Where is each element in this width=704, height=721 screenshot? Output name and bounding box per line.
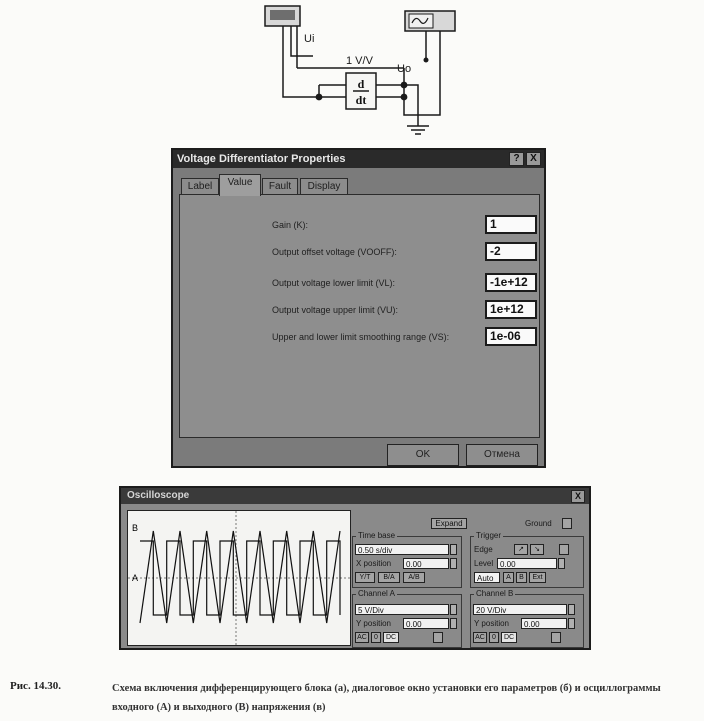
ground-toggle[interactable] — [562, 518, 572, 529]
channel-a-section — [352, 594, 462, 648]
smoothing-param-label: Upper and lower limit smoothing range (V… — [272, 332, 450, 342]
channel-b-section — [470, 594, 584, 648]
channel-b-y-position-spinner[interactable] — [568, 618, 575, 629]
channel-b-scale-field[interactable]: 20 V/Div — [473, 604, 567, 615]
smoothing-input[interactable]: 1e-06 — [485, 327, 537, 346]
cancel-button[interactable]: Отмена — [466, 444, 538, 466]
trace-a-label: A — [132, 573, 138, 583]
lower-limit-input[interactable]: -1e+12 — [485, 273, 537, 292]
input-node-label: Ui — [304, 33, 314, 45]
channel-a-y-position-field[interactable]: 0.00 — [403, 618, 449, 629]
oscilloscope-screen: B A — [127, 510, 351, 646]
channel-b-title: Channel B — [474, 589, 516, 598]
time-scale-field[interactable]: 0.50 s/div — [355, 544, 449, 555]
rising-edge-button[interactable]: ↗ — [514, 544, 528, 555]
trigger-ext-button[interactable]: Ext — [529, 572, 546, 583]
level-label: Level — [474, 559, 494, 568]
channel-b-zero-button[interactable]: 0 — [489, 632, 499, 643]
channel-b-scale-spinner[interactable] — [568, 604, 575, 615]
close-button[interactable]: X — [526, 152, 541, 166]
channel-a-scale-spinner[interactable] — [450, 604, 457, 615]
trace-b-label: B — [132, 523, 138, 533]
gain-input[interactable]: 1 — [485, 215, 537, 234]
ab-button[interactable]: A/B — [403, 572, 425, 583]
channel-b-y-position-field[interactable]: 0.00 — [521, 618, 567, 629]
circuit-schematic: Ui 1 V/V Uo d dt — [264, 5, 456, 135]
tab-fault[interactable]: Fault — [262, 178, 298, 195]
help-button[interactable]: ? — [509, 152, 524, 166]
channel-a-title: Channel A — [356, 589, 397, 598]
time-base-section — [352, 536, 462, 588]
expand-button[interactable]: Expand — [431, 518, 467, 529]
level-spinner[interactable] — [558, 558, 565, 569]
channel-a-dc-button[interactable]: DC — [383, 632, 399, 643]
tab-display[interactable]: Display — [300, 178, 348, 195]
oscilloscope-window: Oscilloscope X B A Expand Ground Time ba… — [119, 486, 591, 650]
edge-label: Edge — [474, 545, 493, 554]
offset-input[interactable]: -2 — [485, 242, 537, 261]
function-generator — [270, 10, 295, 20]
x-position-label: X position — [356, 559, 392, 568]
ba-button[interactable]: B/A — [378, 572, 400, 583]
trigger-b-button[interactable]: B — [516, 572, 527, 583]
ground-label: Ground — [525, 519, 552, 528]
block-numerator: d — [358, 77, 365, 91]
oscilloscope-title: Oscilloscope — [121, 488, 589, 504]
lower-limit-param-label: Output voltage lower limit (VL): — [272, 278, 396, 288]
gain-label: 1 V/V — [346, 55, 374, 67]
trigger-title: Trigger — [474, 531, 504, 540]
time-base-title: Time base — [356, 531, 398, 540]
channel-b-dc-button[interactable]: DC — [501, 632, 517, 643]
yt-button[interactable]: Y/T — [355, 572, 375, 583]
falling-edge-button[interactable]: ↘ — [530, 544, 544, 555]
level-field[interactable]: 0.00 — [497, 558, 557, 569]
oscilloscope-close-button[interactable]: X — [571, 490, 585, 503]
x-position-field[interactable]: 0.00 — [403, 558, 449, 569]
channel-a-y-position-spinner[interactable] — [450, 618, 457, 629]
ok-button[interactable]: OK — [387, 444, 459, 466]
time-scale-spinner[interactable] — [450, 544, 457, 555]
value-panel: Gain (K): 1 Output offset voltage (VOOFF… — [179, 194, 540, 438]
oscilloscope-symbol — [408, 13, 434, 29]
gain-param-label: Gain (K): — [272, 220, 309, 230]
upper-limit-input[interactable]: 1e+12 — [485, 300, 537, 319]
channel-a-ac-button[interactable]: AC — [355, 632, 369, 643]
channel-a-zero-button[interactable]: 0 — [371, 632, 381, 643]
figure-label: Рис. 14.30. — [10, 680, 61, 692]
channel-a-scale-field[interactable]: 5 V/Div — [355, 604, 449, 615]
trace-a — [139, 530, 341, 624]
tab-label[interactable]: Label — [181, 178, 219, 195]
waveform-display: B A — [128, 511, 350, 645]
channel-b-invert-toggle[interactable] — [551, 632, 561, 643]
output-node-label: Uo — [397, 63, 411, 75]
x-position-spinner[interactable] — [450, 558, 457, 569]
channel-b-ac-button[interactable]: AC — [473, 632, 487, 643]
channel-a-y-position-label: Y position — [356, 619, 391, 628]
trigger-a-button[interactable]: A — [503, 572, 514, 583]
trace-b — [140, 540, 341, 616]
dialog-title: Voltage Differentiator Properties — [173, 150, 544, 168]
upper-limit-param-label: Output voltage upper limit (VU): — [272, 305, 399, 315]
figure-caption: Схема включения дифференцирующего блока … — [112, 683, 661, 713]
trigger-mode-field[interactable]: Auto — [474, 572, 500, 583]
channel-a-invert-toggle[interactable] — [433, 632, 443, 643]
channel-b-y-position-label: Y position — [474, 619, 509, 628]
block-denominator: dt — [356, 93, 367, 107]
properties-dialog: Voltage Differentiator Properties ? X La… — [171, 148, 546, 468]
trigger-section — [470, 536, 584, 588]
offset-param-label: Output offset voltage (VOOFF): — [272, 247, 397, 257]
tab-value[interactable]: Value — [219, 174, 261, 196]
edge-toggle[interactable] — [559, 544, 569, 555]
